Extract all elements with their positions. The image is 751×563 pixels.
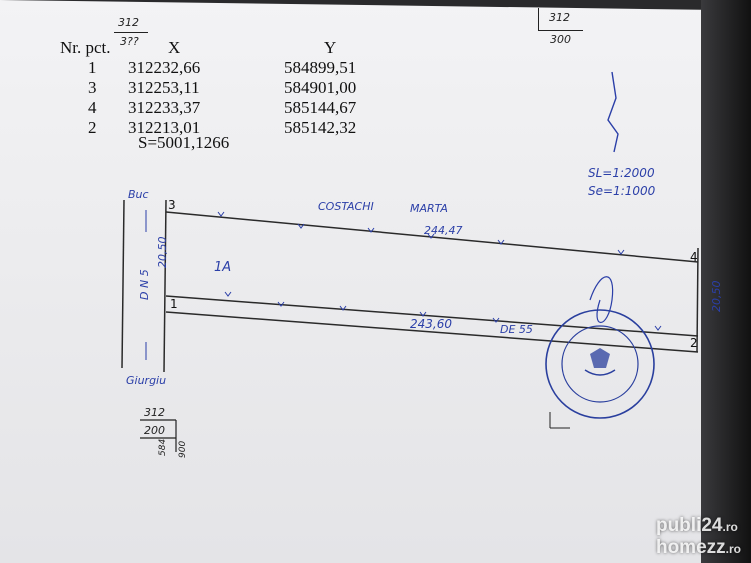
sheet-index-top-left-sub: 3?? — [120, 35, 139, 48]
point-id: 1 — [88, 58, 97, 77]
point-label-2: 2 — [690, 336, 698, 350]
table-row: 4 312233,37 585144,67 — [60, 98, 364, 118]
official-stamp — [545, 309, 655, 419]
point-label-3: 3 — [168, 198, 176, 212]
scale-se: Se=1:1000 — [588, 184, 656, 198]
sheet-index-top-right-sub: 300 — [550, 33, 571, 46]
sheet-index-bottom-left-sub: 200 — [144, 424, 165, 437]
point-label-1: 1 — [170, 297, 178, 311]
header-y: Y — [324, 38, 337, 57]
west-width: 20,50 — [156, 236, 169, 269]
monitor-edge — [701, 0, 751, 563]
sheet-index-top-left-number: 312 — [118, 16, 139, 29]
point-label-4: 4 — [690, 250, 698, 264]
sheet-index-bottom-left-side2: 900 — [178, 440, 188, 458]
point-id: 2 — [88, 118, 97, 137]
point-y: 584901,00 — [284, 78, 357, 97]
surface-area: S=5001,1266 — [138, 133, 230, 152]
neighbor-name-2: MARTA — [410, 202, 448, 215]
header-point-number: Nr. pct. — [60, 38, 111, 57]
east-width: 20,50 — [710, 280, 723, 313]
signature — [589, 276, 614, 323]
point-x: 312213,01 — [128, 118, 201, 137]
table-row: 3 312253,11 584901,00 — [60, 78, 364, 98]
watermark-brand-1-tld: .ro — [722, 520, 738, 534]
watermark: publi24.ro homezz.ro — [656, 515, 741, 559]
neighbor-name: COSTACHI — [318, 200, 374, 213]
point-y: 584899,51 — [284, 58, 357, 77]
watermark-brand-1: publi24 — [655, 515, 723, 536]
point-x: 312233,37 — [128, 98, 201, 117]
sheet-index-top-right-number: 312 — [549, 11, 570, 24]
table-row: 2 312213,01 585142,32 — [60, 118, 364, 138]
parcel-east-boundary — [696, 247, 699, 353]
north-arrow-icon — [607, 71, 619, 153]
sheet-index-top-right: 312 — [538, 8, 583, 31]
sheet-index-top-left: 312 — [114, 14, 148, 33]
coordinates-table: Nr. pct. X Y 1 312232,66 584899,51 3 312… — [60, 38, 364, 138]
watermark-brand-2: homezz — [655, 537, 726, 558]
road-line-left — [121, 199, 125, 369]
lot-number: 1A — [214, 260, 232, 275]
table-row: 1 312232,66 584899,51 — [60, 58, 364, 78]
south-boundary-length: 243,60 — [410, 317, 452, 331]
road-direction-top: Buc — [128, 188, 149, 201]
point-id: 3 — [88, 78, 97, 97]
point-x: 312232,66 — [128, 58, 201, 77]
point-id: 4 — [88, 98, 97, 117]
road-side-label: D N 5 — [138, 269, 151, 300]
road-line-right — [163, 199, 167, 373]
road-direction-bottom: Giurgiu — [126, 374, 167, 387]
scale-sl: SL=1:2000 — [588, 166, 655, 180]
road-north-edge — [165, 311, 699, 353]
point-x: 312253,11 — [128, 78, 200, 97]
point-y: 585142,32 — [284, 118, 357, 137]
watermark-brand-2-tld: .ro — [725, 542, 741, 556]
parcel-south-boundary — [165, 295, 699, 337]
sheet-index-bottom-left-side1: 584 — [158, 438, 168, 456]
point-y: 585144,67 — [284, 98, 357, 117]
header-x: X — [168, 38, 181, 57]
coordinates-header-row: Nr. pct. X Y — [60, 38, 364, 58]
sheet-index-bottom-left-number: 312 — [144, 406, 165, 419]
survey-marks — [217, 211, 662, 331]
road-name: DE 55 — [500, 323, 533, 336]
north-boundary-length: 244,47 — [424, 224, 463, 237]
